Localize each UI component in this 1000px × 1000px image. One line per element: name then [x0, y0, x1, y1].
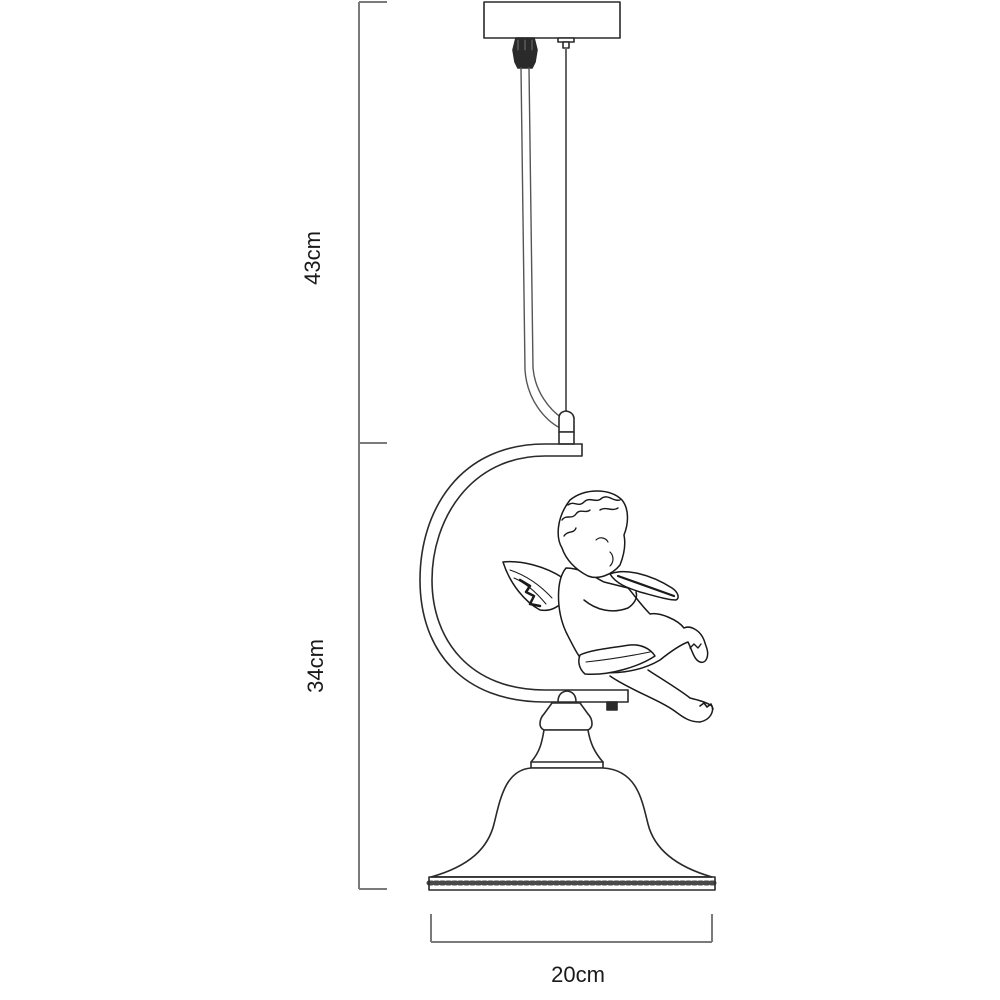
arc-frame [419, 443, 629, 703]
upper-height-label: 43cm [300, 231, 325, 285]
cherub-drapery [578, 644, 656, 675]
cherub-head [557, 490, 629, 579]
cable-gland [512, 37, 538, 69]
lower-height-label: 34cm [303, 639, 328, 693]
rod-connector [558, 410, 575, 445]
lamp-neck [530, 690, 604, 769]
frame-screw [606, 701, 618, 711]
cherub-wing [502, 560, 567, 612]
power-cord [520, 67, 563, 429]
bell-shade [430, 767, 713, 878]
rod-top-fitting [557, 37, 575, 49]
cherub-leg [609, 669, 714, 723]
width-label: 20cm [551, 962, 605, 987]
ceiling-canopy [483, 1, 621, 39]
cherub-figure [502, 490, 714, 723]
dimension-lines [358, 1, 713, 943]
beaded-rim [426, 876, 718, 891]
